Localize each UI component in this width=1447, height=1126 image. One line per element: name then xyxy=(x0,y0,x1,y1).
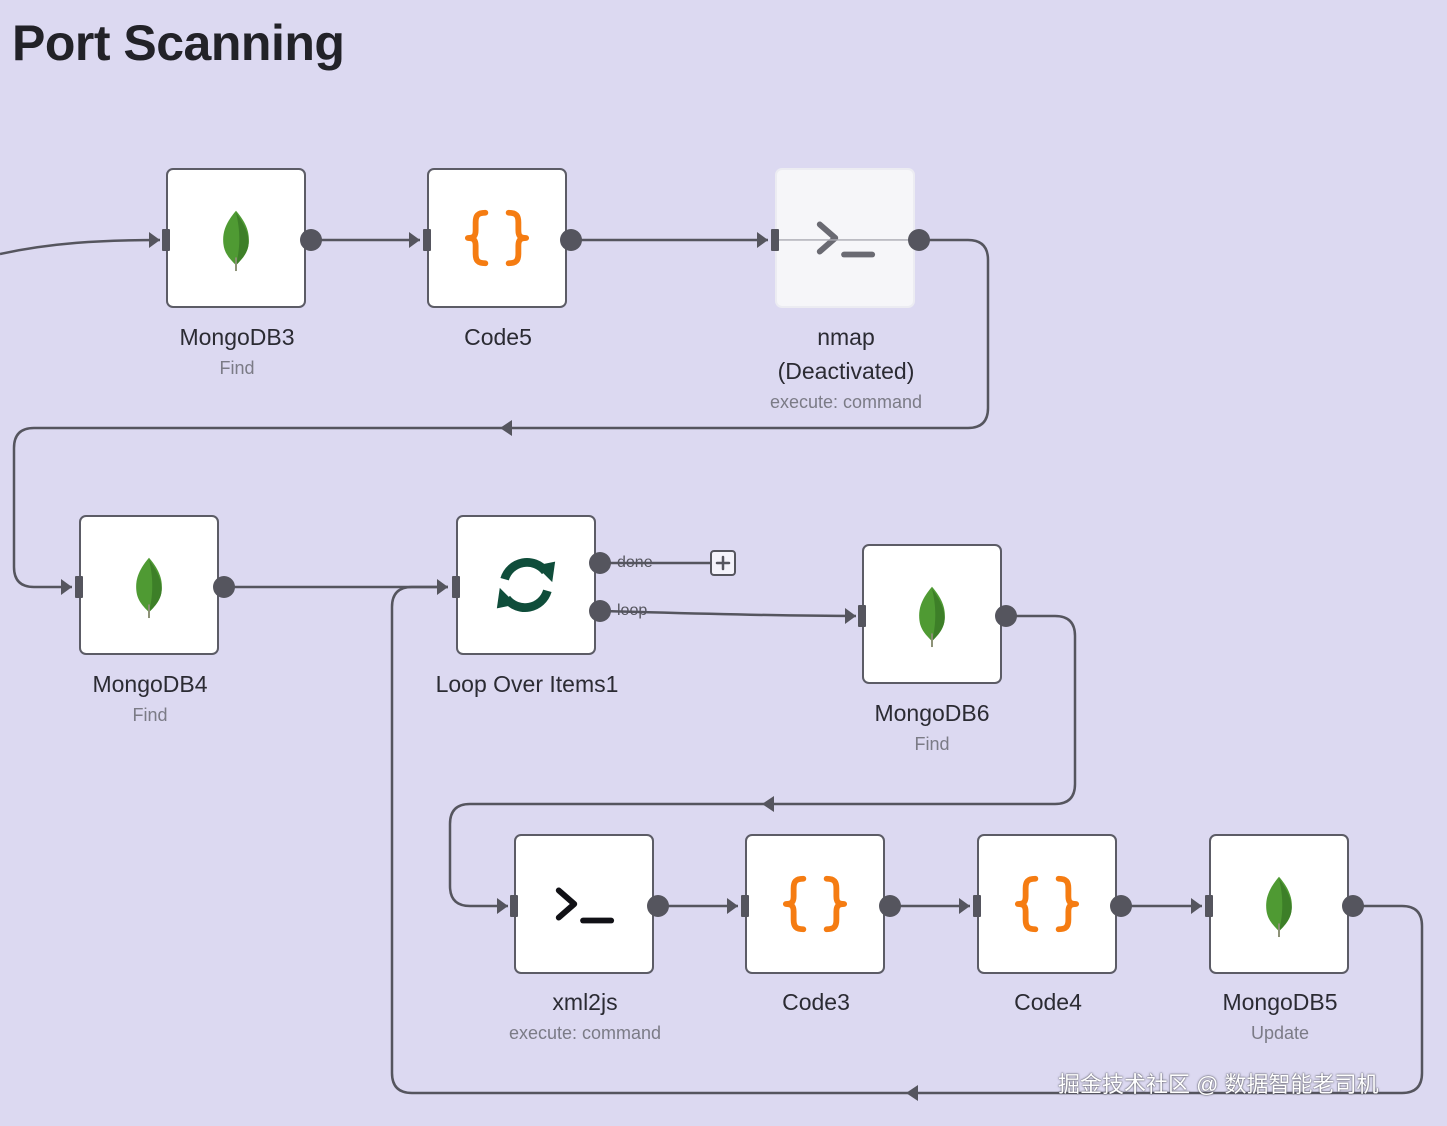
terminal-icon xyxy=(777,221,913,258)
mid-arrow xyxy=(906,1085,918,1101)
output-label-loop: loop xyxy=(617,602,648,619)
node-label: nmap (Deactivated) execute: command xyxy=(770,320,922,416)
node-name: nmap xyxy=(817,324,875,350)
input-port[interactable] xyxy=(423,229,431,251)
node-name: MongoDB3 xyxy=(179,324,295,350)
output-port[interactable] xyxy=(1110,895,1132,917)
code-braces-icon xyxy=(464,209,530,267)
arrowhead xyxy=(845,608,856,624)
output-port[interactable] xyxy=(908,229,930,251)
input-port[interactable] xyxy=(510,895,518,917)
mid-arrow xyxy=(762,796,774,812)
node-name: Code3 xyxy=(782,989,850,1015)
output-label-done: done xyxy=(617,554,653,571)
node-subtitle: Find xyxy=(219,358,255,378)
mid-arrow xyxy=(500,420,512,436)
node-subtitle: Find xyxy=(914,734,950,754)
node-mongodb3[interactable] xyxy=(166,168,306,308)
output-port[interactable] xyxy=(300,229,322,251)
node-label: Code5 xyxy=(464,320,532,354)
node-label: MongoDB4 Find xyxy=(92,667,207,729)
terminal-icon xyxy=(555,887,615,924)
node-mongodb4[interactable] xyxy=(79,515,219,655)
node-name: Code4 xyxy=(1014,989,1082,1015)
mongodb-leaf-icon xyxy=(1266,876,1292,938)
arrowhead xyxy=(409,232,420,248)
arrowhead xyxy=(497,898,508,914)
mongodb-leaf-icon xyxy=(223,210,249,272)
node-status: (Deactivated) xyxy=(777,358,915,384)
plus-icon xyxy=(715,555,731,571)
node-subtitle: execute: command xyxy=(769,392,923,412)
node-code3[interactable] xyxy=(745,834,885,974)
node-subtitle: Find xyxy=(132,705,168,725)
code-braces-icon xyxy=(1014,875,1080,933)
node-name: MongoDB6 xyxy=(874,700,990,726)
arrowhead xyxy=(1191,898,1202,914)
node-label: MongoDB3 Find xyxy=(179,320,294,382)
node-name: MongoDB5 xyxy=(1222,989,1338,1015)
watermark: 掘金技术社区 @ 数据智能老司机 xyxy=(1058,1072,1379,1097)
input-port[interactable] xyxy=(858,605,866,627)
connection-loop-mongodb6 xyxy=(600,609,857,618)
output-port[interactable] xyxy=(1342,895,1364,917)
input-port[interactable] xyxy=(75,576,83,598)
node-label: Code4 xyxy=(1014,985,1082,1019)
output-port-done[interactable] xyxy=(589,552,611,574)
node-mongodb6[interactable] xyxy=(862,544,1002,684)
input-port[interactable] xyxy=(1205,895,1213,917)
node-name: Code5 xyxy=(464,324,532,350)
input-port[interactable] xyxy=(771,229,779,251)
arrowhead xyxy=(149,232,160,248)
node-name: Loop Over Items1 xyxy=(435,671,619,697)
node-label: MongoDB5 Update xyxy=(1222,985,1337,1047)
node-mongodb5[interactable] xyxy=(1209,834,1349,974)
input-port[interactable] xyxy=(452,576,460,598)
arrowhead xyxy=(959,898,970,914)
arrowhead xyxy=(757,232,768,248)
arrowhead xyxy=(437,579,448,595)
input-port[interactable] xyxy=(162,229,170,251)
arrowhead xyxy=(727,898,738,914)
node-name: xml2js xyxy=(552,989,618,1015)
output-port[interactable] xyxy=(213,576,235,598)
input-port[interactable] xyxy=(973,895,981,917)
node-label: Code3 xyxy=(782,985,850,1019)
arrowhead xyxy=(61,579,72,595)
output-port[interactable] xyxy=(647,895,669,917)
code-braces-icon xyxy=(782,875,848,933)
sticky-note-title: Port Scanning xyxy=(12,15,345,71)
input-port[interactable] xyxy=(741,895,749,917)
node-loop-over-items1[interactable] xyxy=(456,515,596,655)
output-port[interactable] xyxy=(879,895,901,917)
mongodb-leaf-icon xyxy=(136,557,162,619)
node-label: xml2js execute: command xyxy=(509,985,661,1047)
node-xml2js[interactable] xyxy=(514,834,654,974)
node-subtitle: Update xyxy=(1250,1023,1310,1043)
node-nmap[interactable] xyxy=(775,168,915,308)
output-port-loop[interactable] xyxy=(589,600,611,622)
node-label: MongoDB6 Find xyxy=(874,696,989,758)
add-node-button[interactable] xyxy=(710,550,736,576)
output-port[interactable] xyxy=(995,605,1017,627)
node-code4[interactable] xyxy=(977,834,1117,974)
mongodb-leaf-icon xyxy=(919,586,945,648)
loop-arrows-icon xyxy=(496,558,556,612)
node-subtitle: execute: command xyxy=(508,1023,662,1043)
node-code5[interactable] xyxy=(427,168,567,308)
node-name: MongoDB4 xyxy=(92,671,208,697)
node-label: Loop Over Items1 xyxy=(436,667,619,701)
connection-entry xyxy=(0,238,161,256)
output-port[interactable] xyxy=(560,229,582,251)
